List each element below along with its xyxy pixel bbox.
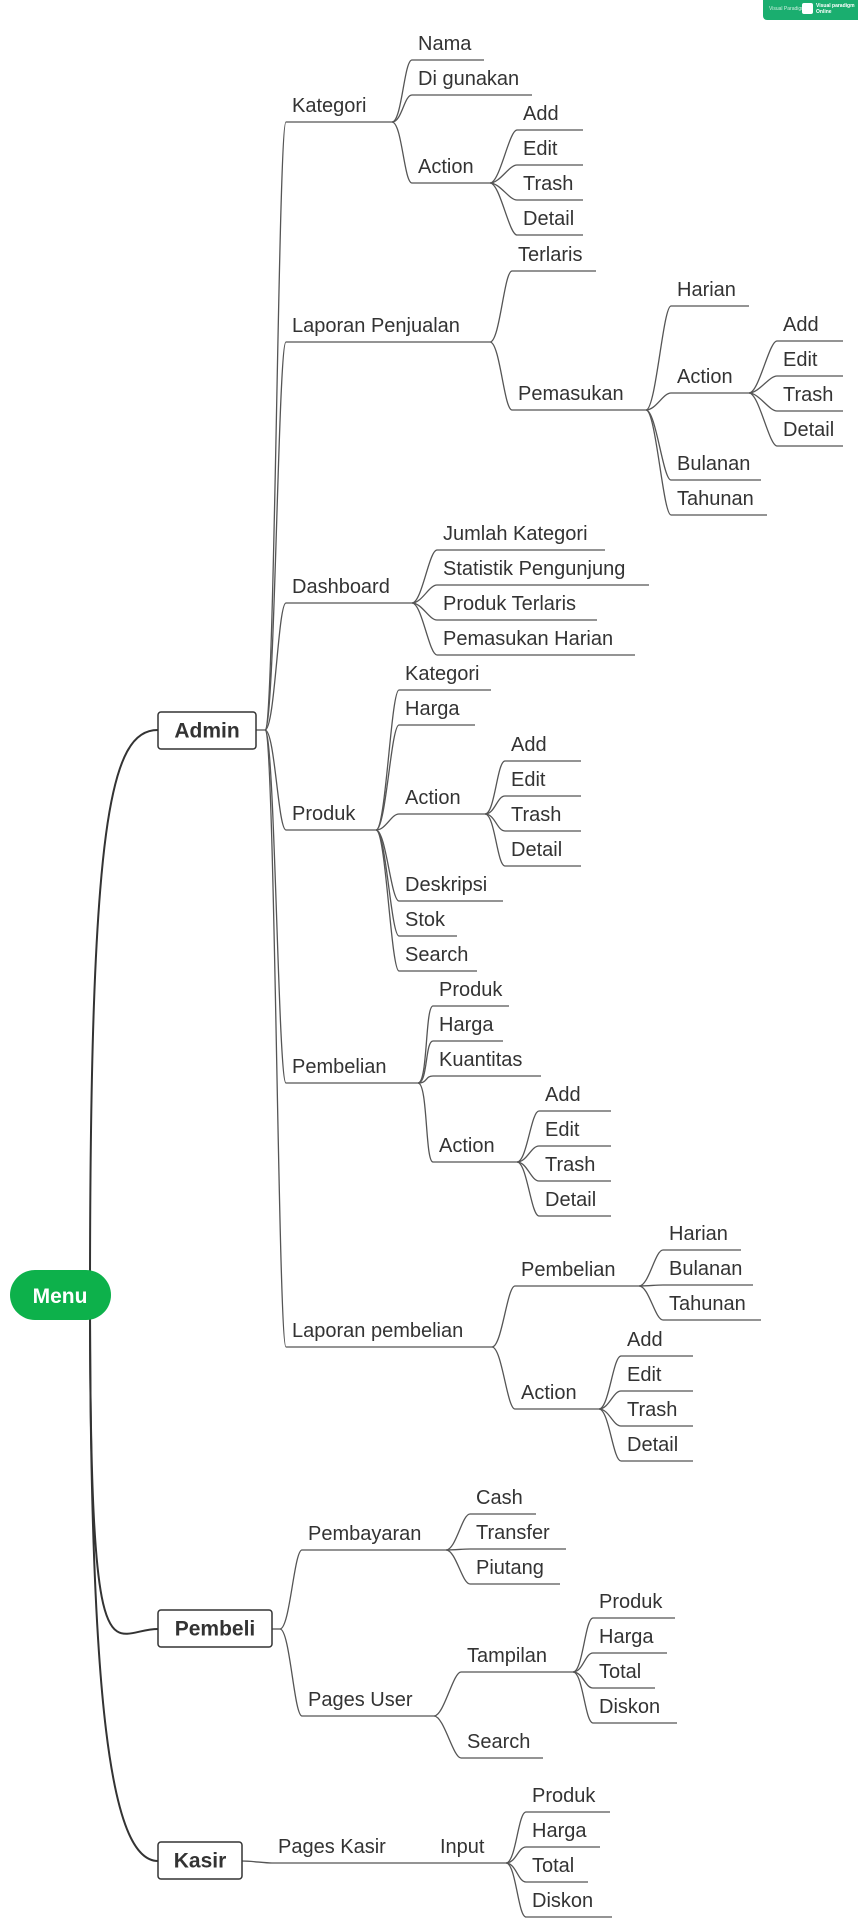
node-pemasukan-trash: Trash (783, 384, 833, 406)
node-produk-detail: Detail (511, 839, 562, 861)
node-pemasukan: Pemasukan (518, 383, 624, 405)
node-pembayaran: Pembayaran (308, 1523, 421, 1545)
node-pemasukan-detail: Detail (783, 419, 834, 441)
node-produk-harga: Harga (405, 698, 460, 720)
watermark-made-with: Visual Paradigm (769, 6, 806, 12)
node-produk-kategori: Kategori (405, 663, 480, 685)
node-kategori-edit: Edit (523, 138, 558, 160)
node-lp-tahunan: Tahunan (669, 1293, 746, 1315)
node-pages-kasir: Pages Kasir (278, 1836, 386, 1858)
node-laporan-pembelian-pembelian: Pembelian (521, 1259, 616, 1281)
node-pemasukan-add: Add (783, 314, 819, 336)
node-pages-user: Pages User (308, 1689, 413, 1711)
node-k-diskon: Diskon (532, 1890, 593, 1912)
group-admin: Admin (174, 720, 239, 743)
node-di-gunakan: Di gunakan (418, 68, 519, 90)
node-laporan-penjualan: Laporan Penjualan (292, 315, 460, 337)
node-piutang: Piutang (476, 1557, 544, 1579)
node-statistik-pengunjung: Statistik Pengunjung (443, 558, 625, 580)
node-kategori-action: Action (418, 156, 474, 178)
connector-lines (89, 59, 843, 1918)
node-lp-detail: Detail (627, 1434, 678, 1456)
node-lp-harian: Harian (669, 1223, 728, 1245)
group-pembeli-box (157, 1609, 273, 1648)
node-pu-harga: Harga (599, 1626, 654, 1648)
node-kuantitas: Kuantitas (439, 1049, 522, 1071)
node-pembelian-produk: Produk (439, 979, 503, 1001)
node-pu-search: Search (467, 1731, 530, 1753)
node-cash: Cash (476, 1487, 523, 1509)
node-stok: Stok (405, 909, 446, 931)
node-pu-diskon: Diskon (599, 1696, 660, 1718)
group-pembeli: Pembeli (175, 1618, 256, 1641)
node-produk-search: Search (405, 944, 468, 966)
group-kasir: Kasir (174, 1850, 227, 1873)
node-pembelian-trash: Trash (545, 1154, 595, 1176)
node-lp-add: Add (627, 1329, 663, 1351)
node-lp-trash: Trash (627, 1399, 677, 1421)
node-pemasukan-harian-dash: Pemasukan Harian (443, 628, 613, 650)
node-deskripsi: Deskripsi (405, 874, 487, 896)
node-k-produk: Produk (532, 1785, 596, 1807)
node-pu-total: Total (599, 1661, 641, 1683)
watermark-brand-line1: Visual paradigm (816, 3, 855, 9)
node-tampilan: Tampilan (467, 1645, 547, 1667)
node-pembelian-detail: Detail (545, 1189, 596, 1211)
root-node (10, 1270, 111, 1320)
watermark-brand-line2: Online (816, 9, 832, 15)
node-pemasukan-harian: Harian (677, 279, 736, 301)
node-k-total: Total (532, 1855, 574, 1877)
node-pemasukan-action: Action (677, 366, 733, 388)
node-decor (10, 711, 273, 1880)
node-pemasukan-tahunan: Tahunan (677, 488, 754, 510)
node-laporan-pembelian-action: Action (521, 1382, 577, 1404)
node-lp-bulanan: Bulanan (669, 1258, 742, 1280)
node-produk-trash: Trash (511, 804, 561, 826)
node-produk-edit: Edit (511, 769, 546, 791)
node-pemasukan-bulanan: Bulanan (677, 453, 750, 475)
node-produk-add: Add (511, 734, 547, 756)
node-input: Input (440, 1836, 485, 1858)
node-pembelian-add: Add (545, 1084, 581, 1106)
node-produk-terlaris: Produk Terlaris (443, 593, 576, 615)
group-admin-box (157, 711, 257, 750)
node-kategori-add: Add (523, 103, 559, 125)
node-pembelian-edit: Edit (545, 1119, 580, 1141)
node-pemasukan-edit: Edit (783, 349, 818, 371)
node-jumlah-kategori: Jumlah Kategori (443, 523, 588, 545)
node-nama: Nama (418, 33, 472, 55)
node-kategori-detail: Detail (523, 208, 574, 230)
node-produk-action: Action (405, 787, 461, 809)
root-label: Menu (33, 1285, 88, 1308)
node-pu-produk: Produk (599, 1591, 663, 1613)
node-laporan-pembelian: Laporan pembelian (292, 1320, 463, 1342)
node-kategori: Kategori (292, 95, 367, 117)
node-terlaris: Terlaris (518, 244, 582, 266)
brand-logo-icon (802, 3, 813, 14)
node-transfer: Transfer (476, 1522, 550, 1544)
node-produk: Produk (292, 803, 356, 825)
group-kasir-box (157, 1841, 243, 1880)
node-lp-edit: Edit (627, 1364, 662, 1386)
node-pembelian-action: Action (439, 1135, 495, 1157)
node-pembelian: Pembelian (292, 1056, 387, 1078)
node-pembelian-harga: Harga (439, 1014, 494, 1036)
node-kategori-trash: Trash (523, 173, 573, 195)
node-dashboard: Dashboard (292, 576, 390, 598)
node-k-harga: Harga (532, 1820, 587, 1842)
